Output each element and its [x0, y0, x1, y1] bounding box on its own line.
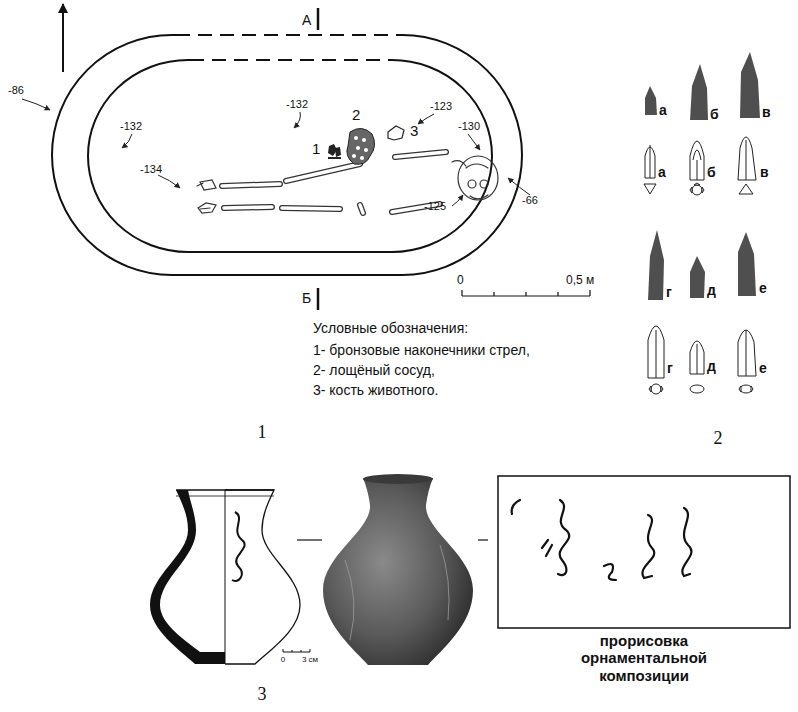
item-letter: б: [710, 106, 719, 122]
caption-note: прорисовка орнаментальной композиции: [559, 632, 729, 684]
callout-number: 2: [352, 106, 360, 123]
scale-label: 0: [281, 655, 285, 664]
depth-mark: -86: [8, 84, 24, 97]
scale-bar: [462, 290, 590, 296]
item-letter: г: [667, 360, 673, 376]
pit-bottom-outline: [88, 60, 492, 252]
item-letter: е: [759, 360, 767, 376]
depth-mark: -132: [120, 120, 142, 133]
pit-outline-dashed: [176, 34, 400, 36]
legend-entry: 1- бронзовые наконечники стрел,: [313, 342, 530, 358]
item-letter: д: [707, 282, 716, 298]
item-letter: а: [659, 102, 667, 118]
vessel-profile: [150, 490, 300, 664]
vessel-photo: [323, 474, 473, 665]
depth-mark: -134: [140, 163, 162, 176]
item-letter: а: [658, 164, 666, 180]
dash: [478, 539, 488, 540]
legend-entry: 2- лощёный сосуд,: [313, 362, 435, 378]
scale-label: 0: [457, 274, 464, 288]
vessel-find: [347, 128, 375, 164]
dash: [297, 539, 322, 540]
panel-number: 1: [258, 422, 267, 443]
depth-mark: -130: [458, 120, 480, 133]
ornament-tracing: [498, 476, 790, 628]
section-tick: [317, 288, 320, 310]
arrowhead-drawing: [644, 137, 756, 394]
north-arrow: [62, 4, 64, 72]
callout-number: 1: [312, 140, 320, 157]
pit-outline: [52, 35, 522, 275]
item-letter: в: [762, 104, 771, 120]
item-letter: д: [707, 358, 716, 374]
item-letter: е: [759, 280, 767, 296]
pit-bottom-dashed: [190, 59, 390, 61]
animal-bone: [388, 126, 404, 140]
depth-mark: -125: [424, 200, 446, 213]
panel-number: 2: [714, 428, 723, 449]
depth-mark: -123: [430, 100, 452, 113]
depth-leaders: [22, 99, 530, 206]
legend-entry: 3- кость животного.: [313, 382, 438, 398]
item-letter: г: [666, 284, 672, 300]
scale-label: 3 см: [302, 655, 318, 664]
arrowhead-find: [328, 144, 341, 159]
callout-number: 3: [410, 122, 418, 139]
panel-number: 3: [258, 684, 267, 705]
scale-label: 0,5 м: [566, 274, 594, 288]
skeleton: [197, 152, 498, 213]
section-letter: А: [302, 12, 311, 28]
depth-mark: -66: [522, 194, 538, 207]
depth-mark: -132: [286, 98, 308, 111]
section-tick: [317, 8, 320, 30]
arrowhead-photo: [645, 52, 760, 300]
item-letter: б: [707, 164, 716, 180]
scale-bar: [283, 649, 310, 652]
item-letter: в: [760, 164, 769, 180]
section-letter: Б: [302, 290, 311, 306]
legend-heading: Условные обозначения:: [313, 320, 468, 336]
